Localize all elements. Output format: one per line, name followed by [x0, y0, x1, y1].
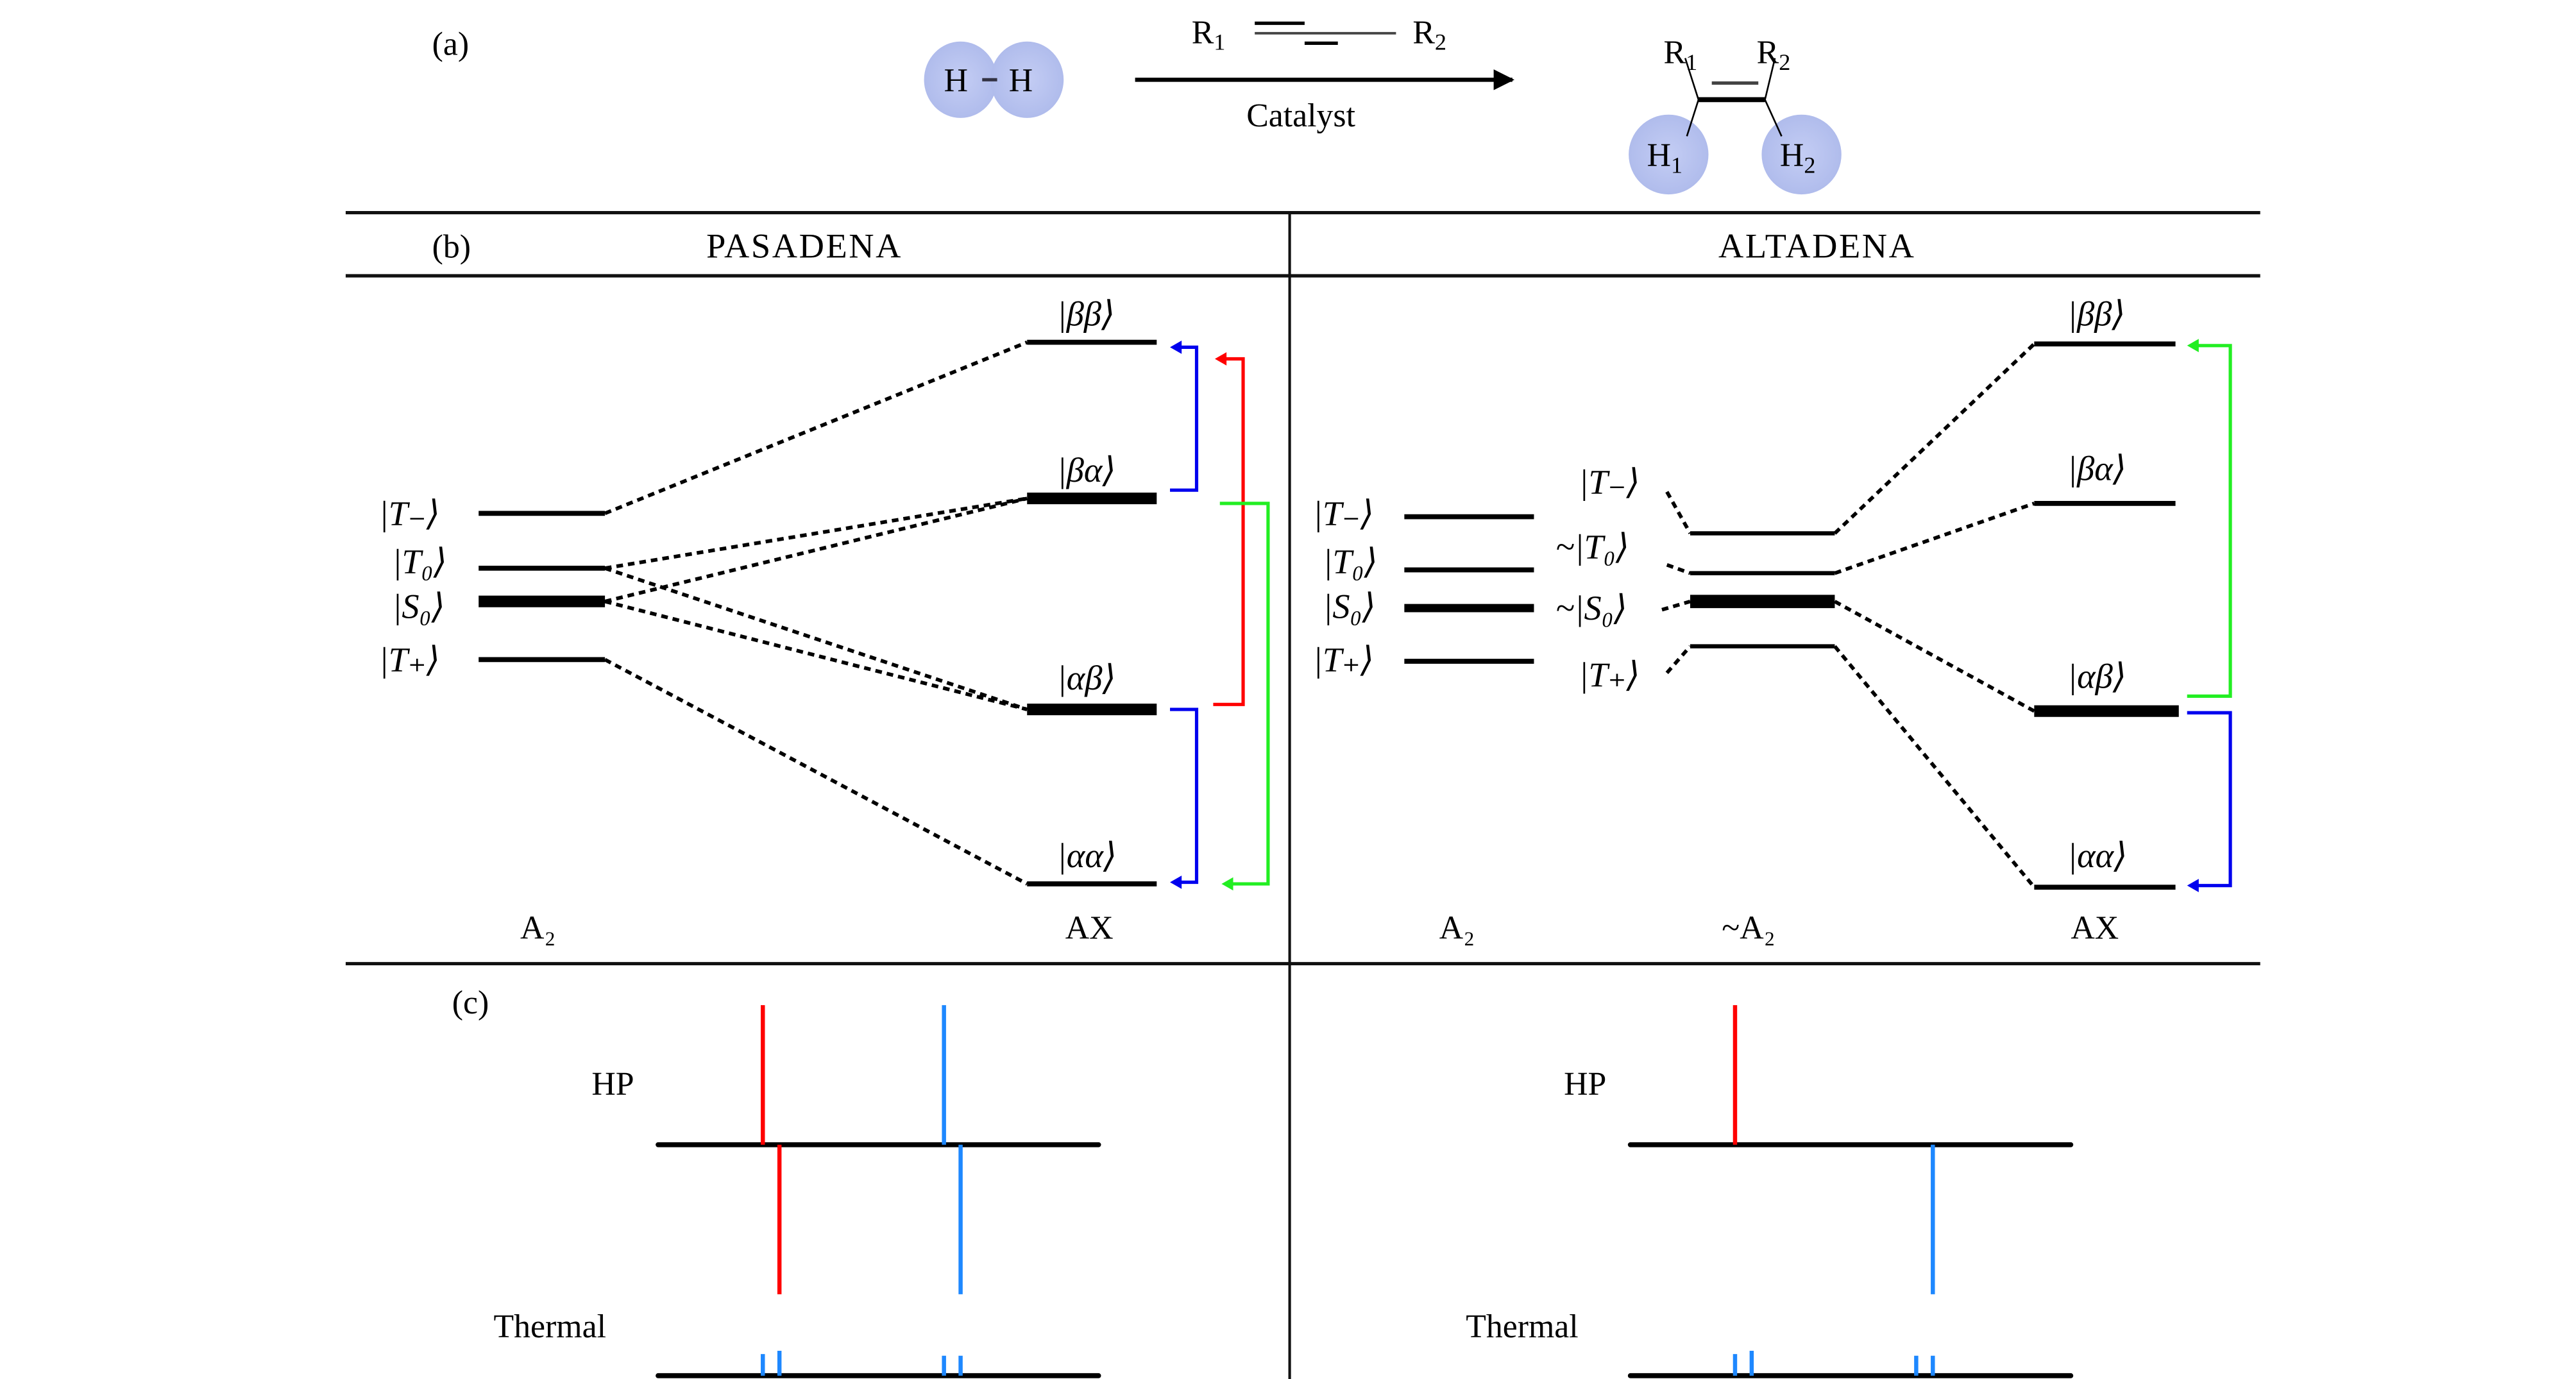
product-r1: R: [1664, 34, 1686, 71]
ket-label: |T₋⟩: [1313, 495, 1374, 533]
pasadena-title: PASADENA: [706, 227, 902, 266]
ket-label: |αβ⟩: [2067, 657, 2126, 695]
arrowhead: [2187, 339, 2199, 353]
ket-label: |T₊⟩: [1579, 656, 1640, 694]
correlation-line: [1661, 599, 1691, 612]
transition-green: [1219, 502, 1270, 886]
bottom-label-a2: A₂: [1439, 910, 1475, 947]
correlation-line: [1834, 600, 2035, 713]
ket-label: |T₀⟩: [392, 543, 446, 581]
ket-label: |βα⟩: [2067, 450, 2126, 488]
altadena-diagram: |T₋⟩ |T₀⟩ |S₀⟩ |T₊⟩ |T₋⟩ ~|T₀⟩ ~|S₀⟩ |T₊…: [1313, 295, 2232, 947]
bottom-label-a2: A₂: [520, 910, 555, 947]
transition-red: [1213, 357, 1245, 706]
transition-blue-upper: [1170, 345, 1199, 492]
ket-label: |ββ⟩: [2067, 295, 2125, 334]
thermal-label: Thermal: [1466, 1308, 1578, 1345]
transition-blue-lower: [1170, 707, 1199, 884]
h-atom-label: H: [1009, 62, 1033, 99]
altadena-title: ALTADENA: [1718, 227, 1915, 266]
ket-label: |T₀⟩: [1323, 543, 1377, 581]
arrowhead: [2187, 879, 2199, 893]
panel-a: (a) H H R1 R2 Catalyst: [432, 14, 1842, 195]
hp-label: HP: [591, 1066, 634, 1103]
bottom-label-ax: AX: [1065, 910, 1114, 947]
ket-label: |T₊⟩: [379, 641, 440, 679]
svg-text:R2: R2: [1412, 14, 1446, 55]
correlation-line: [604, 657, 1028, 886]
h-atom-blob: [990, 41, 1064, 118]
panel-c-label: (c): [452, 985, 489, 1021]
panel-a-label: (a): [432, 26, 470, 62]
svg-text:H1: H1: [1647, 137, 1683, 178]
arrowhead: [1170, 341, 1182, 354]
bottom-label-ax: AX: [2071, 910, 2119, 947]
correlation-line: [1833, 645, 2036, 889]
alkyne-r2: R: [1412, 14, 1435, 51]
svg-text:R2: R2: [1757, 34, 1791, 74]
correlation-line: [1665, 491, 1692, 534]
ket-label: |T₊⟩: [1313, 641, 1374, 679]
panel-b-label: (b): [432, 229, 471, 266]
pasadena-diagram: |T₋⟩ |T₀⟩ |S₀⟩ |T₊⟩ |ββ⟩ |βα⟩ |αβ⟩ |αα⟩ …: [379, 295, 1270, 947]
correlation-line: [604, 566, 1028, 711]
ket-label: |S₀⟩: [392, 588, 445, 626]
thermal-label: Thermal: [494, 1308, 606, 1345]
h-atom-blob: [924, 41, 997, 118]
correlation-line: [604, 340, 1028, 516]
h1-blob: [1629, 114, 1709, 195]
ket-label: |ββ⟩: [1057, 295, 1115, 334]
product-h2: H: [1780, 137, 1804, 174]
catalyst-label: Catalyst: [1246, 97, 1355, 134]
correlation-line: [604, 599, 1028, 711]
bond-h2: [1764, 99, 1783, 137]
ket-label: |T₋⟩: [1579, 462, 1640, 501]
svg-text:R1: R1: [1664, 34, 1698, 74]
altadena-spectra: HP Thermal: [1466, 1005, 2074, 1378]
correlation-line: [1834, 502, 2035, 575]
correlation-line: [1833, 343, 2036, 535]
arrowhead: [1170, 876, 1182, 889]
ket-label: |αβ⟩: [1057, 659, 1116, 697]
alkyne-r1: R: [1192, 14, 1214, 51]
svg-text:R1: R1: [1192, 14, 1226, 55]
correlation-line: [604, 496, 1028, 604]
ket-label: |αα⟩: [1057, 836, 1117, 875]
hp-label: HP: [1564, 1066, 1606, 1103]
bond-h1: [1686, 99, 1700, 137]
transition-blue: [2187, 711, 2232, 888]
bond-r2: [1764, 58, 1776, 100]
svg-text:H2: H2: [1780, 137, 1816, 178]
ket-label: ~|S₀⟩: [1555, 589, 1627, 627]
bottom-label-approx-a2: ~A₂: [1722, 910, 1775, 947]
alkyne: R1 R2: [1192, 14, 1446, 55]
correlation-line: [1665, 645, 1692, 674]
correlation-line: [1666, 563, 1691, 575]
ket-label: |T₋⟩: [379, 495, 440, 533]
arrowhead: [1214, 352, 1227, 366]
ket-label: |S₀⟩: [1323, 588, 1375, 626]
product-h1: H: [1647, 137, 1671, 174]
bond-r1: [1684, 58, 1700, 100]
ket-label: ~|T₀⟩: [1555, 527, 1629, 566]
transition-green: [2187, 344, 2232, 698]
pasadena-spectra: HP Thermal: [494, 1005, 1101, 1378]
h2-molecule: H H: [924, 41, 1064, 118]
alkene-product: R1 R2 H1 H2: [1629, 34, 1842, 195]
ket-label: |αα⟩: [2067, 836, 2127, 875]
arrowhead: [1221, 877, 1233, 891]
ket-label: |βα⟩: [1057, 451, 1116, 489]
correlation-line: [604, 496, 1028, 570]
h-atom-label: H: [944, 62, 968, 99]
product-r2: R: [1757, 34, 1779, 71]
